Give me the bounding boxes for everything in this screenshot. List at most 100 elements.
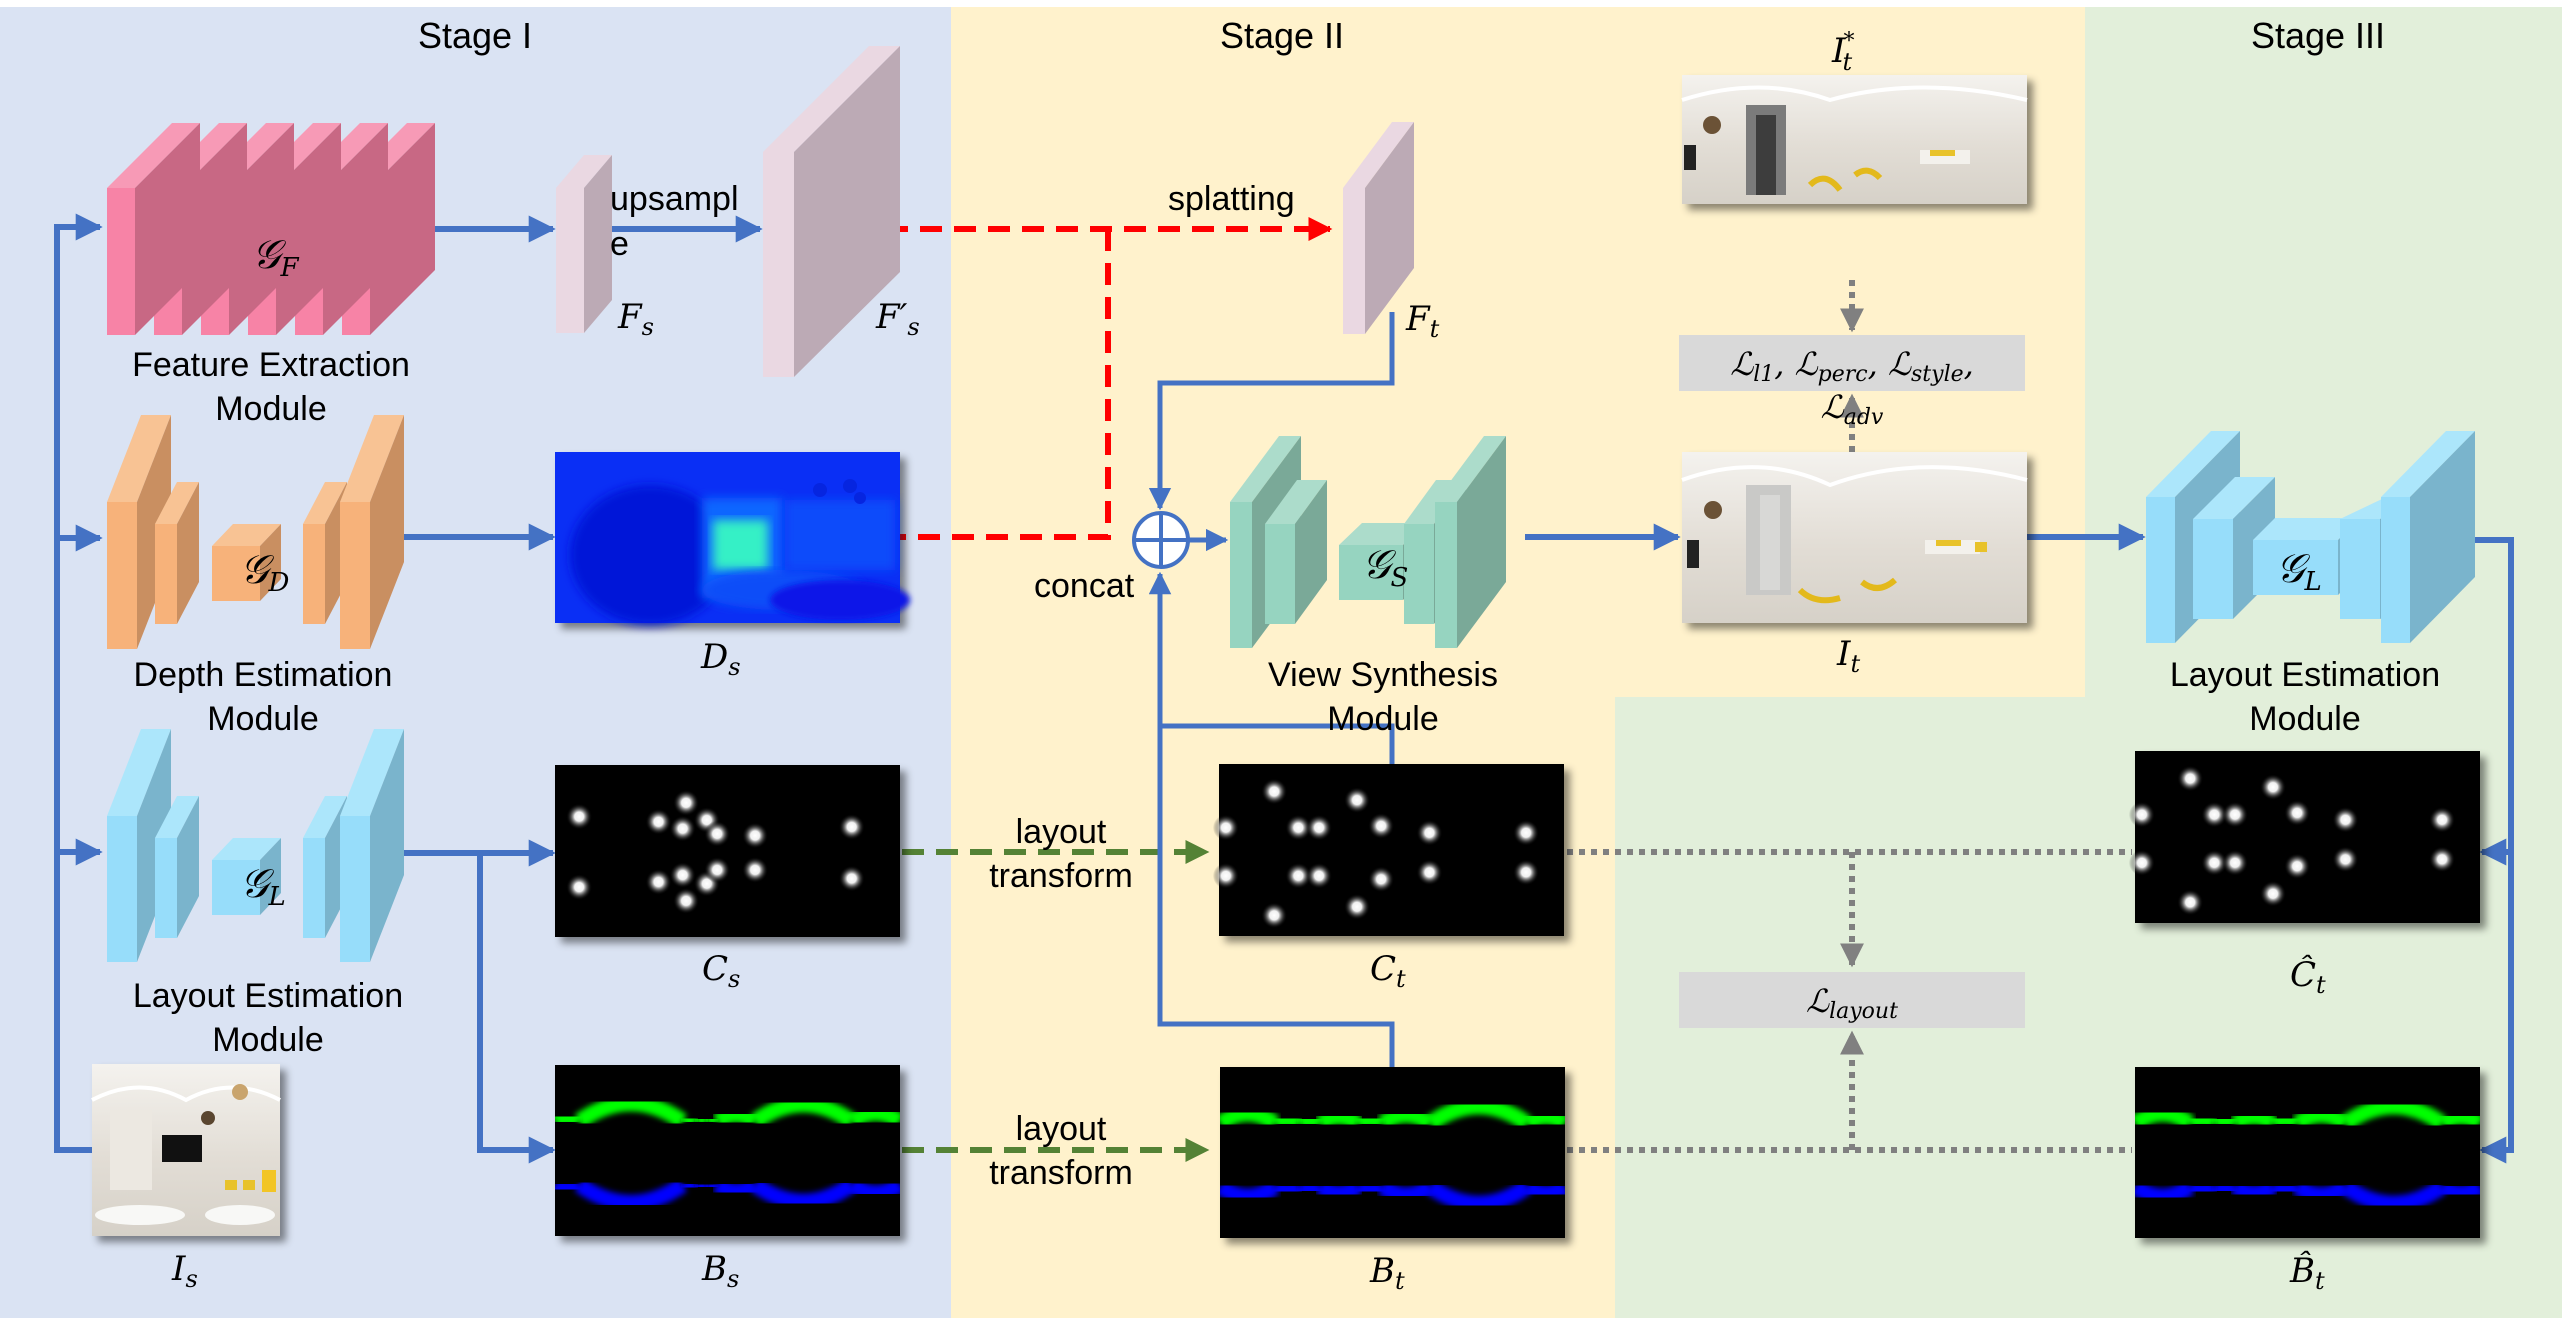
ceiling-boundary-arc <box>2292 1107 2351 1131</box>
corner-heatmap-peak <box>2429 806 2456 833</box>
layout2-slab-bottleneck <box>2253 518 2360 595</box>
corner-heatmap-peak <box>2201 801 2228 828</box>
corner-heatmap-peak <box>2222 801 2249 828</box>
corner-heatmap-peak <box>1368 866 1395 893</box>
corner-heatmap-peak <box>2177 765 2204 792</box>
stage-2-title: Stage II <box>1220 15 1344 56</box>
input-panorama-Is <box>91 1064 281 1236</box>
stage-1-title: Stage I <box>418 15 532 56</box>
label-Ct: Ct <box>1370 949 1406 993</box>
layout1-module-label-1: Layout Estimation <box>133 977 403 1015</box>
floor-boundary-arc <box>574 1178 688 1211</box>
predicted-corner-heatmap <box>2128 751 2480 923</box>
concat-input-lines <box>1148 312 1395 1068</box>
corner-heatmap-peak <box>2284 799 2311 826</box>
layout2-slab-inner-left <box>2193 477 2275 619</box>
corner-heatmap-peak <box>645 868 672 895</box>
corner-heatmap-peak <box>1285 814 1312 841</box>
ceiling-boundary-arc <box>574 1095 688 1129</box>
synthesis-module-label-2: Module <box>1327 700 1439 738</box>
corner-heatmap-peak <box>2128 849 2155 876</box>
corner-heatmap-peak <box>704 856 731 883</box>
depth-slab-inner-left <box>155 482 199 624</box>
label-Fs-prime: F′s <box>875 297 920 341</box>
view-synthesis-module <box>1230 436 1506 648</box>
feature-module-label-1: Feature Extraction <box>132 346 410 384</box>
layout-transform-label-2a: layout <box>1016 1110 1107 1148</box>
feature-map-Fs <box>556 155 612 333</box>
layout2-module-label-1: Layout Estimation <box>2170 656 2440 694</box>
target-panorama-ground-truth <box>1681 75 2028 204</box>
ceiling-boundary-arc <box>1425 1098 1532 1131</box>
concat-operator-icon <box>1132 511 1190 569</box>
synthesized-panorama-It <box>1681 452 2028 623</box>
corner-heatmap-peak <box>2284 853 2311 880</box>
stage-3-title: Stage III <box>2251 15 2385 56</box>
label-Ct-hat: Ĉt <box>2290 954 2326 999</box>
corner-heatmap-peak <box>2177 889 2204 916</box>
layout2-module-label-2: Module <box>2249 700 2361 738</box>
label-Bs: Bs <box>701 1249 739 1293</box>
ceiling-boundary-arc <box>2340 1098 2447 1131</box>
corner-heatmap-peak <box>566 803 593 830</box>
corner-heatmap-peak <box>669 862 696 889</box>
synth-slab-outer-right <box>1435 436 1506 648</box>
layout1-module-label-2: Module <box>212 1021 324 1059</box>
corner-heatmap-peak <box>704 820 731 847</box>
depth-module-label-2: Module <box>207 700 319 738</box>
corner-heatmap-peak <box>669 815 696 842</box>
corner-heatmap-peak <box>1416 859 1443 886</box>
upsample-label-2: e <box>610 225 629 263</box>
label-Bt: Bt <box>1369 1251 1405 1295</box>
layout-loss-box <box>1679 972 2025 1028</box>
layout-transform-label-1b: transform <box>989 857 1133 895</box>
layout2-module-symbol: 𝒢L <box>2276 546 2322 597</box>
feature-map-Ft <box>1343 122 1414 334</box>
corner-heatmap-peak <box>2332 846 2359 873</box>
layout1-slab-outer-left <box>107 729 171 962</box>
layout-transform-label-2b: transform <box>989 1154 1133 1192</box>
synthesis-loss-box <box>1679 335 2025 391</box>
depth-slab-outer-left <box>107 415 171 649</box>
corner-heatmap-peak <box>1306 814 1333 841</box>
layout1-slab-outer-right <box>340 729 404 962</box>
corner-heatmap-peak <box>2128 801 2155 828</box>
corner-heatmap-peak <box>673 887 700 914</box>
floor-boundary-arc <box>1377 1179 1436 1204</box>
feature-slab <box>107 123 200 335</box>
corner-heatmap-peak <box>1306 862 1333 889</box>
label-It-star: I*t <box>1831 29 1854 76</box>
corner-heatmap-peak <box>1513 819 1540 846</box>
ceiling-boundary-arc <box>750 1096 857 1129</box>
floor-boundary-arc <box>1425 1180 1532 1212</box>
corner-heatmap-peak <box>1368 812 1395 839</box>
floor-boundary-arc <box>2340 1180 2447 1212</box>
loss-dotted-paths <box>1567 280 2132 1153</box>
feature-extraction-module <box>107 123 435 335</box>
corner-heatmap-peak <box>1416 819 1443 846</box>
corner-heatmap-peak <box>2260 880 2286 907</box>
layout-transform-label-1a: layout <box>1016 813 1107 851</box>
corner-heatmap-peak <box>1261 778 1288 805</box>
floor-boundary-arc <box>750 1178 857 1210</box>
corner-heatmap-peak <box>1344 893 1370 920</box>
depth-slab-outer-right <box>340 415 404 649</box>
corner-heatmap-peak <box>2332 806 2359 833</box>
corner-heatmap-peak <box>1261 902 1288 929</box>
layout-transform-arrows <box>902 840 1210 1162</box>
label-Is: Is <box>171 1249 198 1293</box>
corner-heatmap-peak <box>673 789 700 816</box>
synthesis-loss-formula-adv: ℒadv <box>1821 388 1884 430</box>
label-Ft: Ft <box>1405 299 1440 343</box>
layout-loss-formula: ℒlayout <box>1806 982 1898 1024</box>
ceiling-boundary-arc <box>1377 1107 1436 1131</box>
corner-heatmap-peak <box>1285 862 1312 889</box>
splatting-label: splatting <box>1168 180 1295 218</box>
upsample-label-1: upsampl <box>610 180 739 218</box>
corner-heatmap-peak <box>838 865 865 892</box>
synthesis-output-arrows <box>1525 523 2514 1164</box>
corner-heatmap-peak <box>1344 787 1370 814</box>
corner-heatmap-peak <box>1212 814 1239 841</box>
corner-heatmap-peak <box>2260 774 2286 801</box>
